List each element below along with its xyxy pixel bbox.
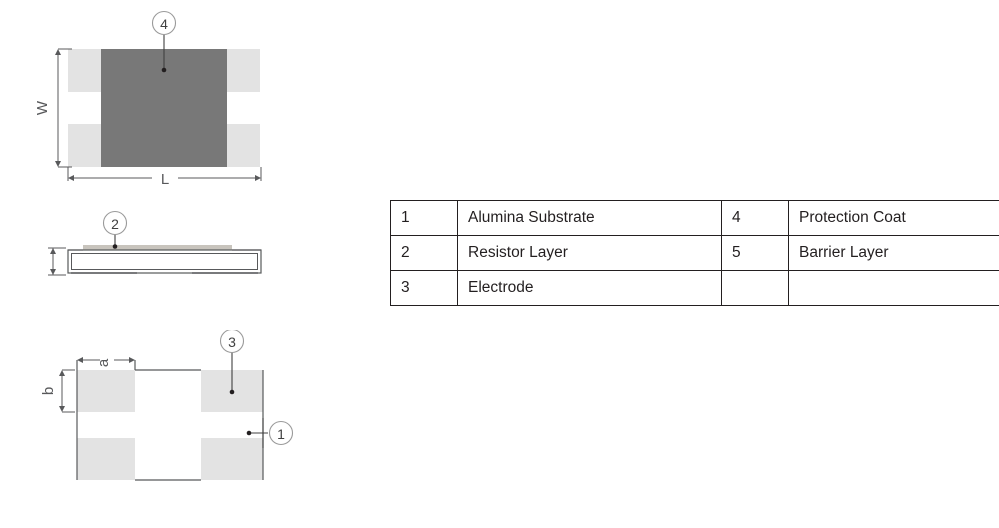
- legend-num-1: 1: [390, 200, 458, 236]
- legend-num-5: 5: [721, 235, 789, 271]
- legend-label-3: Electrode: [457, 270, 722, 306]
- legend-label-empty: [788, 270, 999, 306]
- dimension-a: a: [77, 357, 135, 367]
- dimension-thickness: [48, 247, 66, 276]
- dimension-label-a: a: [95, 358, 112, 367]
- side-view-resistor-layer: [83, 245, 232, 251]
- bottom-view-pad-top-left: [77, 370, 135, 412]
- legend-label-5: Barrier Layer: [788, 235, 999, 271]
- legend-label-1: Alumina Substrate: [457, 200, 722, 236]
- bottom-view: a b 3 1: [40, 330, 294, 481]
- table-row: 3 Electrode: [390, 270, 999, 306]
- callout-2: 2: [102, 210, 128, 249]
- dimension-label-W: W: [34, 100, 51, 115]
- legend-num-3: 3: [390, 270, 458, 306]
- callout-2-label: 2: [111, 216, 119, 232]
- callout-4-label: 4: [160, 16, 168, 32]
- table-row: 1 Alumina Substrate 4 Protection Coat: [390, 200, 999, 236]
- legend-label-4: Protection Coat: [788, 200, 999, 236]
- legend-table: 1 Alumina Substrate 4 Protection Coat 2 …: [390, 200, 999, 306]
- top-view-notch-left: [68, 92, 102, 124]
- dimension-label-b: b: [40, 387, 57, 395]
- legend-label-2: Resistor Layer: [457, 235, 722, 271]
- table-row: 2 Resistor Layer 5 Barrier Layer: [390, 235, 999, 271]
- side-view-substrate: [67, 249, 262, 274]
- legend-num-empty: [721, 270, 789, 306]
- side-view-barrier-layer: [71, 253, 258, 270]
- callout-1: 1: [246, 418, 294, 448]
- dimension-b: b: [40, 369, 75, 413]
- bottom-view-pad-bottom-left: [77, 438, 135, 480]
- callout-4: 4: [151, 10, 177, 73]
- dimension-label-L: L: [161, 171, 169, 188]
- top-view: W L 4: [34, 10, 262, 188]
- top-view-notch-right: [226, 92, 260, 124]
- legend-num-2: 2: [390, 235, 458, 271]
- dimension-W: W: [34, 48, 72, 168]
- legend-num-4: 4: [721, 200, 789, 236]
- bottom-view-pad-bottom-right: [201, 438, 263, 480]
- dimension-L: L: [67, 167, 262, 188]
- callout-1-label: 1: [277, 426, 285, 442]
- side-view: 2: [48, 210, 262, 276]
- callout-3-label: 3: [228, 334, 236, 350]
- callout-3: 3: [219, 330, 245, 395]
